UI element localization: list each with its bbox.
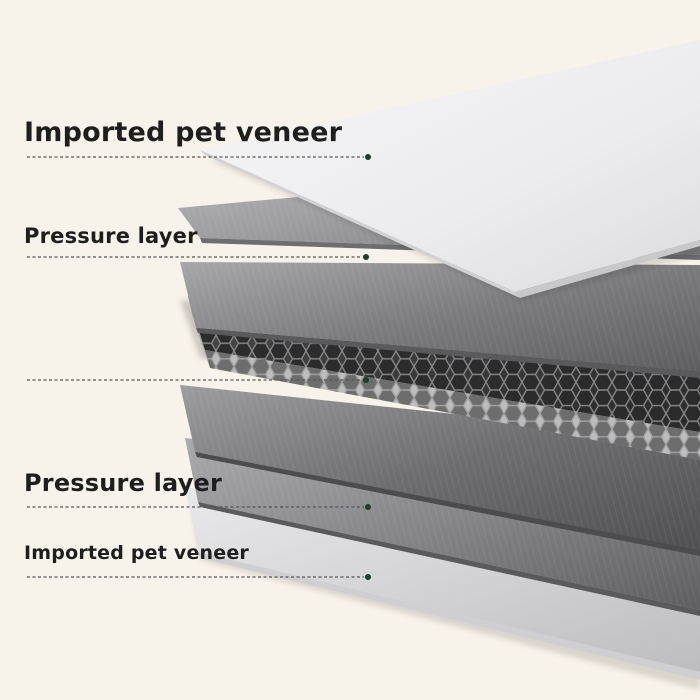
layer-top-pressure: [180, 262, 700, 378]
label-bottom-pressure: Pressure layer: [24, 469, 223, 497]
leader-dot-5: [365, 574, 371, 580]
leader-dot-2: [363, 254, 369, 260]
label-top-veneer: Imported pet veneer: [24, 117, 343, 148]
layer-top-veneer: [200, 40, 700, 300]
leader-dot-3: [363, 377, 369, 383]
leader-dot-4: [365, 504, 371, 510]
leader-lines: [27, 154, 371, 580]
layer-bottom-pressure: [185, 438, 700, 616]
leader-dot-1: [365, 154, 371, 160]
label-top-pressure: Pressure layer: [24, 224, 198, 248]
label-bottom-veneer: Imported pet veneer: [24, 542, 249, 564]
